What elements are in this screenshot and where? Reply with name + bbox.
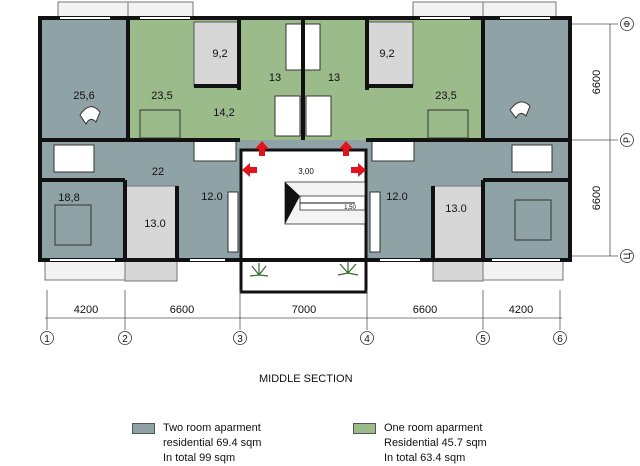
storage-right-top [367, 21, 414, 87]
balcony-top-right-2 [412, 1, 484, 19]
kitchen-counter-top-left [285, 23, 303, 71]
axis-number-3: 3 [237, 334, 243, 345]
balcony-top-right [482, 1, 557, 19]
row-letter-3: Ц [622, 252, 632, 259]
legend-one-room-residential: Residential 45.7 sqm [384, 437, 487, 449]
stair-width-label: 3,00 [298, 167, 314, 176]
room-area-25-6: 25,6 [73, 90, 94, 102]
bed-right [514, 199, 552, 241]
span-label-1: 4200 [74, 304, 98, 316]
storage-left-top [193, 21, 240, 87]
span-label-2: 6600 [170, 304, 194, 316]
sofa-left [79, 106, 101, 125]
room-area-22: 22 [152, 166, 164, 178]
legend-two-room: Two room aparment residential 69.4 sqm I… [132, 421, 332, 466]
axis-number-4: 4 [364, 334, 370, 345]
bed-left [54, 204, 92, 246]
arrow-up-icon [255, 141, 269, 156]
legend-one-room-total: In total 63.4 sqm [384, 452, 466, 464]
legend-two-room-residential: residential 69.4 sqm [163, 437, 262, 449]
axis-number-5: 5 [480, 334, 486, 345]
kitchen-counter-right [369, 191, 381, 253]
loggia-right [432, 185, 484, 282]
row-letter-2: Р [622, 137, 632, 143]
plant-icon-right [337, 261, 359, 276]
axis-number-1: 1 [44, 334, 50, 345]
room-area-23-5-right: 23,5 [435, 90, 456, 102]
legend-two-room-text: Two room aparment residential 69.4 sqm I… [163, 421, 261, 466]
span-label-3: 7000 [292, 304, 316, 316]
room-area-9-2-left: 9,2 [212, 48, 227, 60]
plant-icon-left [249, 263, 269, 277]
room-area-18-8: 18,8 [58, 192, 79, 204]
row-letter-1: Ф [622, 20, 632, 27]
axis-number-6: 6 [557, 334, 563, 345]
entry-arrows [242, 141, 366, 177]
dimension-line-vertical [572, 23, 618, 257]
arrow-right-icon [351, 163, 366, 177]
room-area-12-0-right: 12.0 [386, 191, 407, 203]
room-area-13-right: 13 [328, 72, 340, 84]
legend-two-room-name: Two room aparment [163, 422, 261, 434]
stair-landing-shape [285, 182, 300, 224]
room-area-12-0-left: 12.0 [201, 191, 222, 203]
axis-markers [40, 331, 567, 345]
sofa-right [509, 101, 531, 119]
kitchen-counter-left [227, 191, 239, 253]
stair-flight [284, 181, 366, 225]
loggia-left [124, 185, 178, 282]
bath-center-right [305, 95, 332, 137]
bed-green-left [139, 109, 181, 139]
balcony-top-left [57, 1, 129, 19]
row-markers [620, 17, 634, 263]
axis-number-2: 2 [122, 334, 128, 345]
bath-left-2 [193, 140, 237, 162]
bath-left-1 [53, 144, 95, 173]
legend-one-room: One room aparment Residential 45.7 sqm I… [353, 421, 553, 466]
room-area-23-5-left: 23,5 [151, 90, 172, 102]
balcony-top-left-2 [127, 1, 194, 19]
section-caption: MIDDLE SECTION [259, 373, 353, 385]
bed-green-right [427, 109, 469, 139]
room-area-14-2: 14,2 [213, 107, 234, 119]
legend-two-room-total: In total 99 sqm [163, 452, 236, 464]
legend-one-room-text: One room aparment Residential 45.7 sqm I… [384, 421, 487, 466]
row-span-label-1: 6600 [591, 70, 603, 94]
row-span-label-2: 6600 [591, 186, 603, 210]
arrow-up-icon [339, 141, 353, 156]
bath-center-left [274, 95, 301, 137]
kitchen-counter-top-right [303, 23, 321, 71]
span-label-5: 4200 [509, 304, 533, 316]
arrow-left-icon [242, 163, 257, 177]
legend-one-room-name: One room aparment [384, 422, 483, 434]
dimension-line-horizontal [45, 290, 562, 330]
bath-right-1 [371, 140, 415, 162]
walls [38, 16, 572, 262]
legend-swatch-one-room [353, 423, 376, 434]
room-area-9-2-right: 9,2 [379, 48, 394, 60]
windows [50, 17, 560, 261]
legend-swatch-two-room [132, 423, 155, 434]
room-area-13-left: 13 [269, 72, 281, 84]
room-area-13-0-left: 13.0 [144, 218, 165, 230]
stair-landing-label: 1,50 [344, 205, 356, 211]
room-area-13-0-right: 13.0 [445, 203, 466, 215]
span-label-4: 6600 [413, 304, 437, 316]
bath-right-2 [511, 144, 553, 173]
